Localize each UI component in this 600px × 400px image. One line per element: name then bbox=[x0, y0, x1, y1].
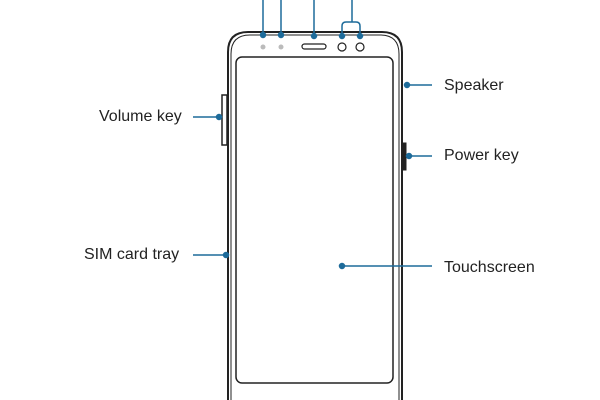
front-camera-1 bbox=[337, 42, 347, 52]
power-key-button bbox=[401, 142, 407, 171]
volume-key-label: Volume key bbox=[99, 108, 182, 125]
phone-body bbox=[221, 31, 407, 400]
power-key-label: Power key bbox=[444, 147, 519, 164]
proximity-sensor bbox=[278, 44, 284, 50]
sim-card-tray-label: SIM card tray bbox=[84, 246, 180, 263]
front-camera-2 bbox=[355, 42, 365, 52]
earpiece-slot bbox=[301, 43, 327, 50]
touchscreen-label: Touchscreen bbox=[444, 259, 535, 276]
light-sensor bbox=[260, 44, 266, 50]
speaker-label: Speaker bbox=[444, 77, 504, 94]
touchscreen-panel bbox=[235, 56, 394, 384]
leader-lines bbox=[193, 0, 432, 270]
volume-key-button bbox=[221, 94, 228, 146]
